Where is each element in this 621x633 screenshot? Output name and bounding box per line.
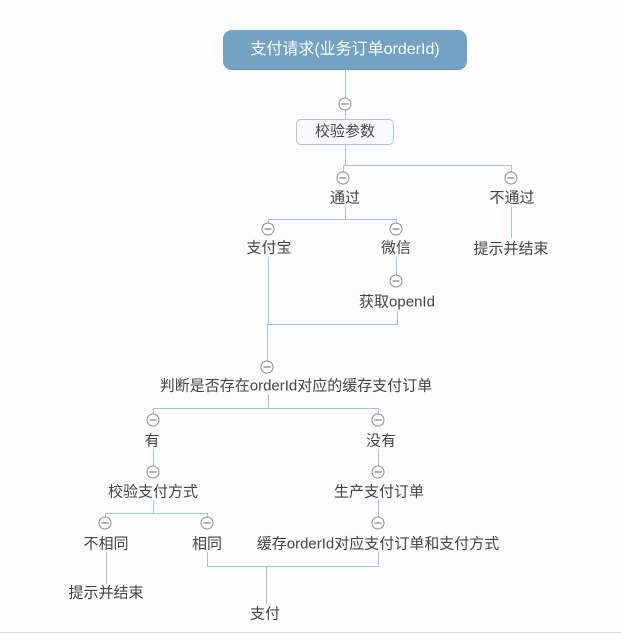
connector-line — [207, 566, 379, 567]
connector-line — [268, 219, 397, 220]
node-has-not[interactable]: 没有 — [365, 432, 397, 450]
collapse-minus-icon[interactable] — [389, 222, 403, 236]
node-verify-payment-method[interactable]: 校验支付方式 — [107, 483, 199, 501]
connector-line — [267, 324, 268, 373]
connector-line — [345, 145, 346, 166]
connector-line — [378, 551, 379, 567]
node-no-pass[interactable]: 不通过 — [489, 189, 535, 207]
connector-line — [153, 500, 154, 514]
node-validate-params[interactable]: 校验参数 — [296, 119, 394, 145]
collapse-minus-icon[interactable] — [371, 413, 385, 427]
collapse-minus-icon[interactable] — [504, 171, 518, 185]
connector-line — [153, 408, 379, 409]
node-payment-request[interactable]: 支付请求(业务订单orderId) — [223, 30, 467, 70]
connector-line — [345, 206, 346, 220]
collapse-minus-icon[interactable] — [98, 516, 112, 530]
connector-line — [106, 552, 107, 584]
collapse-minus-icon[interactable] — [146, 465, 160, 479]
connector-line — [153, 449, 154, 478]
connector-line — [105, 513, 208, 514]
collapse-minus-icon[interactable] — [260, 360, 274, 374]
node-pay[interactable]: 支付 — [249, 605, 281, 623]
collapse-minus-icon[interactable] — [338, 97, 352, 111]
node-prompt-and-end-2[interactable]: 提示并结束 — [68, 584, 144, 602]
collapse-minus-icon[interactable] — [371, 465, 385, 479]
node-alipay[interactable]: 支付宝 — [246, 239, 292, 257]
node-wechat[interactable]: 微信 — [380, 239, 412, 257]
collapse-minus-icon[interactable] — [371, 516, 385, 530]
node-create-payment-order[interactable]: 生产支付订单 — [333, 483, 425, 501]
connector-line — [378, 500, 379, 529]
connector-line — [268, 257, 269, 325]
connector-line — [397, 311, 398, 325]
connector-line — [267, 324, 398, 325]
connector-line — [396, 257, 397, 287]
node-cache-order-and-method[interactable]: 缓存orderId对应支付订单和支付方式 — [256, 535, 500, 553]
connector-line — [266, 566, 267, 604]
collapse-minus-icon[interactable] — [261, 222, 275, 236]
collapse-minus-icon[interactable] — [146, 413, 160, 427]
node-prompt-and-end-1[interactable]: 提示并结束 — [473, 240, 549, 258]
connector-line — [343, 165, 512, 166]
node-has[interactable]: 有 — [144, 432, 160, 450]
node-check-cached-order[interactable]: 判断是否存在orderId对应的缓存支付订单 — [159, 377, 433, 395]
connector-line — [378, 449, 379, 478]
collapse-minus-icon[interactable] — [200, 516, 214, 530]
node-get-openid[interactable]: 获取openId — [359, 293, 435, 311]
collapse-minus-icon[interactable] — [389, 274, 403, 288]
connector-line — [207, 552, 208, 567]
connector-line — [511, 207, 512, 238]
connector-line — [268, 394, 269, 409]
node-same[interactable]: 相同 — [191, 535, 223, 553]
connector-line — [345, 70, 346, 121]
collapse-minus-icon[interactable] — [336, 171, 350, 185]
node-not-same[interactable]: 不相同 — [83, 535, 129, 553]
node-pass[interactable]: 通过 — [329, 189, 361, 207]
